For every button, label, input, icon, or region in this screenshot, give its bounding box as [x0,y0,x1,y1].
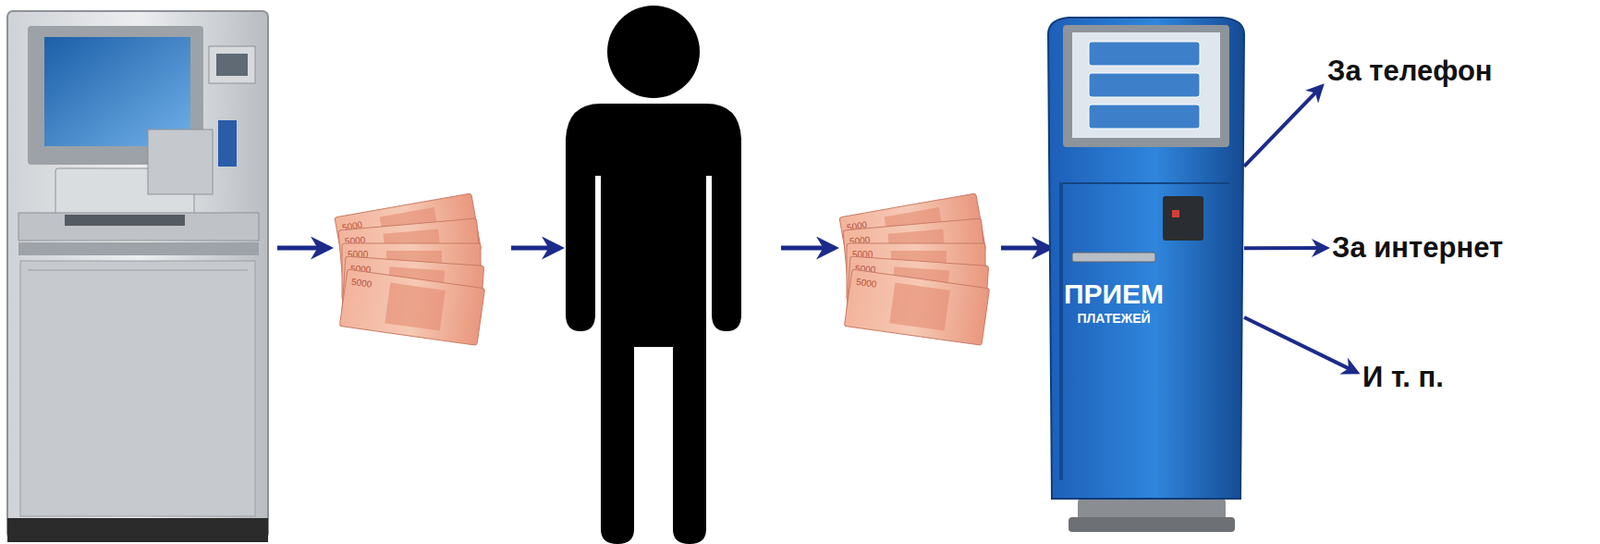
payment-arrow [1244,317,1357,373]
target-label: За телефон [1327,54,1493,88]
banknotes [839,193,990,345]
terminal-title: ПРИЕМ [1057,278,1171,310]
flow-arrow [277,245,330,251]
flow-arrow [781,245,835,251]
payment-terminal: ПРИЕМПЛАТЕЖЕЙ [1040,15,1250,536]
flow-arrow [1001,245,1051,251]
banknotes [334,193,486,345]
payment-arrow [1244,245,1327,250]
flow-arrow [511,245,561,251]
payment-target: И т. п. [1362,360,1444,394]
target-label: За интернет [1331,231,1503,265]
target-label: И т. п. [1362,360,1444,394]
payment-terminal-shape [1040,15,1250,536]
payment-target: За интернет [1331,231,1503,265]
person-silhouette [565,5,742,544]
atm-illustration [7,11,269,542]
payment-target: За телефон [1327,54,1493,88]
payment-arrow [1244,85,1322,167]
terminal-subtitle: ПЛАТЕЖЕЙ [1057,309,1171,327]
